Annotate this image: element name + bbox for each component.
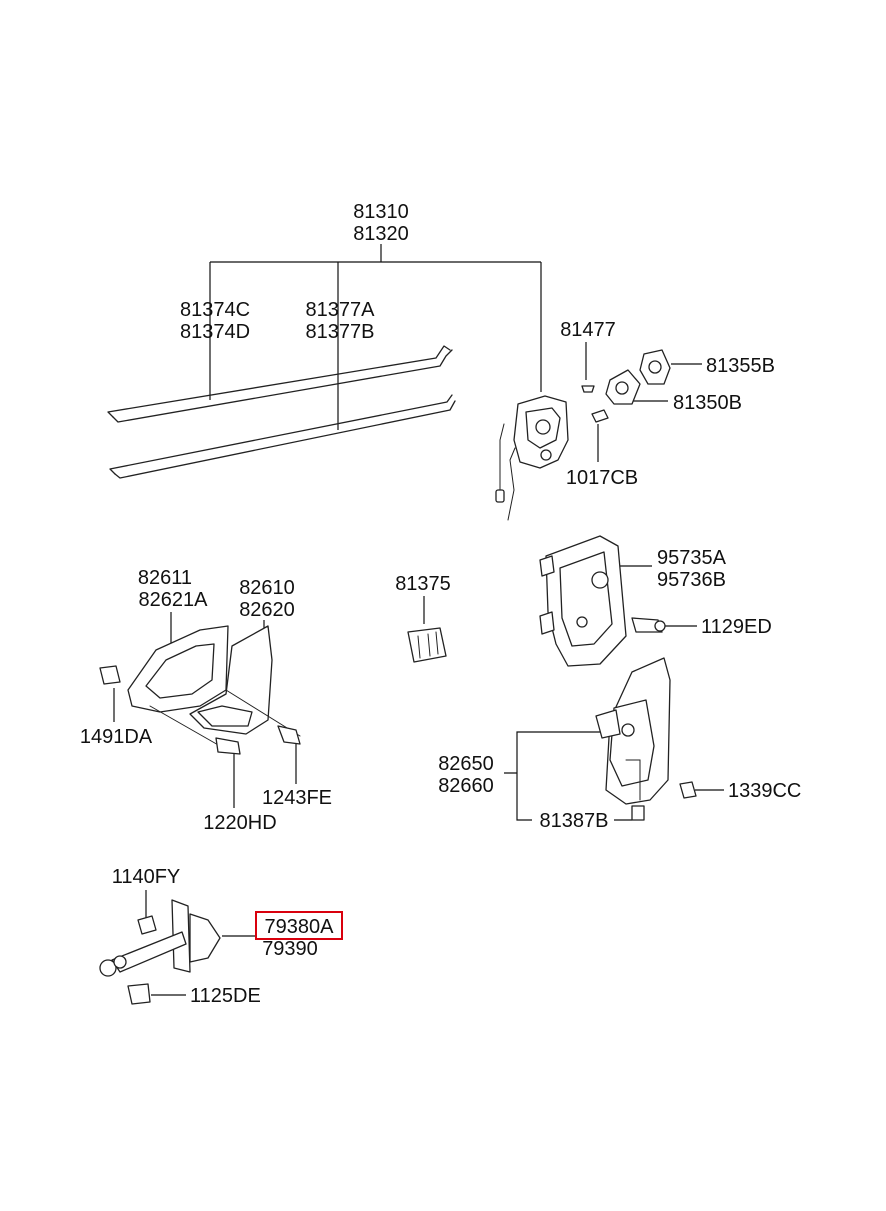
label-81477: 81477	[560, 319, 616, 341]
door-checker	[99, 899, 221, 1005]
part-labels: 81310 81320 81374C 81374D 81377A 81377B …	[80, 201, 802, 1007]
label-81350B: 81350B	[673, 392, 742, 414]
label-81375: 81375	[395, 573, 451, 595]
highlight-box	[255, 911, 343, 940]
label-81387B: 81387B	[540, 810, 609, 832]
label-82620: 82620	[239, 599, 295, 621]
label-1220HD: 1220HD	[203, 812, 276, 834]
label-1140FY: 1140FY	[112, 866, 181, 888]
label-95735A: 95735A	[657, 547, 727, 569]
grommet	[407, 627, 447, 663]
label-95736B: 95736B	[657, 569, 726, 591]
lock-actuator	[539, 535, 666, 667]
lock-rods	[107, 345, 456, 479]
label-81320: 81320	[353, 223, 409, 245]
label-1491DA: 1491DA	[80, 726, 153, 748]
label-81355B: 81355B	[706, 355, 775, 377]
label-81377B: 81377B	[306, 321, 375, 343]
door-lock-assembly	[495, 349, 671, 521]
outside-handle-assembly	[595, 657, 697, 821]
label-81374C: 81374C	[180, 299, 250, 321]
inside-handle-assembly	[99, 625, 301, 755]
label-82650: 82650	[438, 753, 494, 775]
label-81374D: 81374D	[180, 321, 250, 343]
label-1125DE: 1125DE	[190, 985, 261, 1007]
label-1017CB: 1017CB	[566, 467, 638, 489]
label-1129ED: 1129ED	[701, 616, 772, 638]
leader-lines	[113, 244, 724, 996]
label-82611: 82611	[138, 567, 192, 589]
label-79380A: 79380A	[265, 916, 335, 938]
label-79390: 79390	[262, 938, 318, 960]
label-81377A: 81377A	[306, 299, 376, 321]
label-1243FE: 1243FE	[262, 787, 332, 809]
label-1339CC: 1339CC	[728, 780, 801, 802]
label-82610: 82610	[239, 577, 295, 599]
label-82621A: 82621A	[139, 589, 209, 611]
label-82660: 82660	[438, 775, 494, 797]
label-81310: 81310	[353, 201, 409, 223]
